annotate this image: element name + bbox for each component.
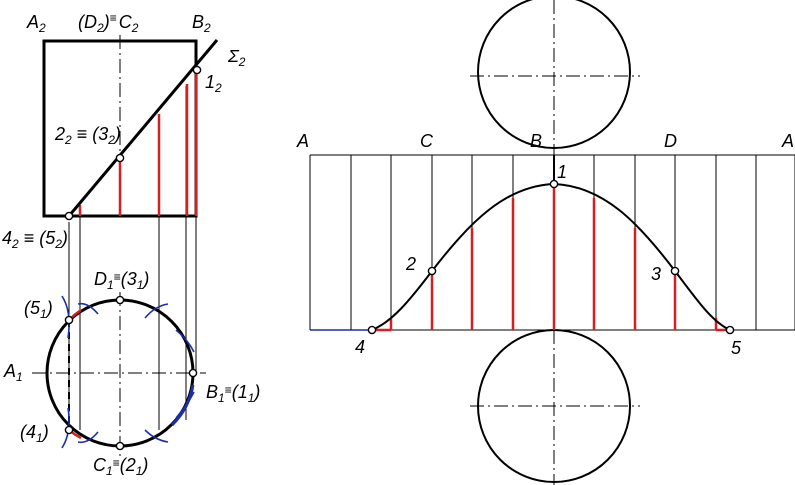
dev-label-3: 3 [651,264,661,284]
dev-label-D: D [664,131,677,151]
dev-point-1 [549,179,559,189]
label-C1-2-1: C1≡(21) [93,455,148,478]
label-4-1: (41) [20,422,49,445]
dev-label-C: C [420,131,434,151]
point-2-2 [115,153,125,163]
label-A1: A1 [3,361,23,384]
section-curve [371,182,731,331]
dev-label-1: 1 [557,162,567,182]
dev-point-2 [427,266,437,276]
development: A C B D A 1 2 3 4 5 [296,0,795,485]
top-view: D1≡(31) (51) A1 B1≡(11) (41) C1≡(21) [3,269,260,478]
dev-label-5: 5 [731,338,742,358]
projection-links [68,216,197,430]
label-D2-C2: (D2)≡C2 [78,11,139,35]
label-sigma2: Σ2 [227,46,246,69]
label-2-3-2: 22 ≡ (32) [54,124,121,147]
label-B1-1-1: B1≡(11) [206,382,260,405]
dev-label-A-left: A [296,131,309,151]
point-C1 [115,441,125,451]
label-4-5-2: 42 ≡ (52) [2,228,68,251]
point-4-1 [64,425,74,435]
dev-label-A-right: A [781,131,794,151]
label-1-2: 12 [205,72,222,95]
compass-marks [61,295,195,449]
label-5-1: (51) [24,298,53,321]
label-A2: A2 [26,12,46,35]
dev-point-3 [670,266,680,276]
point-D1 [115,295,125,305]
point-4-2 [64,211,74,221]
label-B2: B2 [192,12,211,35]
point-B1 [188,368,198,378]
dev-point-4 [367,325,377,335]
point-1-2 [192,65,202,75]
dev-label-B: B [530,131,542,151]
front-view: A2 (D2)≡C2 B2 Σ2 12 22 ≡ (32) 42 ≡ (52) [2,11,246,251]
dev-point-5 [725,325,735,335]
dev-label-4: 4 [355,337,365,357]
dev-label-2: 2 [405,254,416,274]
cutting-plane-sigma2 [67,39,219,217]
point-5-1 [64,315,74,325]
development-red-heights [372,184,730,332]
label-D1-3-1: D1≡(31) [94,269,149,292]
